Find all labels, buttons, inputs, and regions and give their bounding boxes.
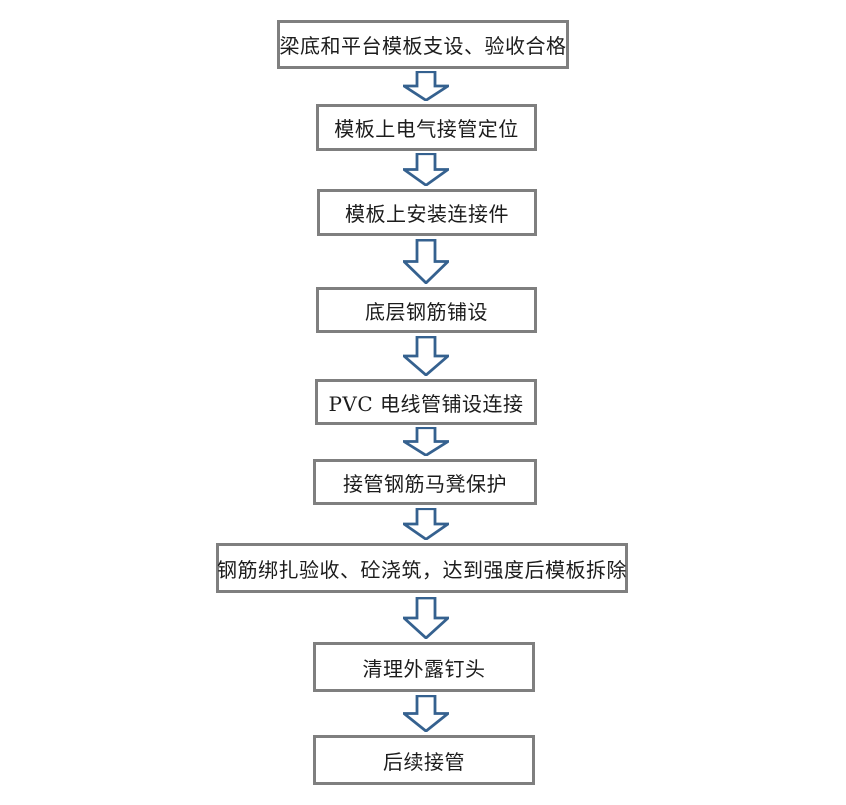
- flow-step-9: 后续接管: [313, 735, 535, 785]
- flow-step-4-label: 底层钢筋铺设: [365, 299, 488, 324]
- flow-step-9-label: 后续接管: [383, 749, 465, 774]
- flow-step-5: PVC 电线管铺设连接: [315, 379, 537, 425]
- flow-step-3-label: 模板上安装连接件: [345, 202, 509, 226]
- flow-step-8: 清理外露钉头: [313, 642, 535, 692]
- down-arrow-icon: [403, 336, 449, 376]
- flow-step-8-label: 清理外露钉头: [362, 656, 486, 681]
- flow-step-6-label: 接管钢筋马凳保护: [343, 471, 507, 496]
- down-arrow-icon: [403, 597, 449, 639]
- down-arrow-icon: [403, 508, 449, 540]
- flow-step-3: 模板上安装连接件: [317, 189, 537, 236]
- flow-step-5-label: PVC 电线管铺设连接: [328, 391, 524, 416]
- down-arrow-icon: [403, 695, 449, 732]
- down-arrow-icon: [403, 71, 449, 101]
- flow-step-2: 模板上电气接管定位: [316, 104, 537, 151]
- flow-step-1-label: 梁底和平台模板支设、验收合格: [279, 34, 567, 58]
- down-arrow-icon: [403, 427, 449, 456]
- down-arrow-icon: [403, 153, 449, 186]
- flow-step-7-label: 钢筋绑扎验收、砼浇筑，达到强度后模板拆除: [217, 557, 627, 582]
- flow-step-6: 接管钢筋马凳保护: [313, 459, 537, 505]
- down-arrow-icon: [403, 239, 449, 284]
- flow-step-1: 梁底和平台模板支设、验收合格: [277, 20, 569, 69]
- flow-step-4: 底层钢筋铺设: [316, 287, 537, 333]
- flow-step-7: 钢筋绑扎验收、砼浇筑，达到强度后模板拆除: [216, 543, 628, 593]
- flow-step-2-label: 模板上电气接管定位: [334, 117, 519, 141]
